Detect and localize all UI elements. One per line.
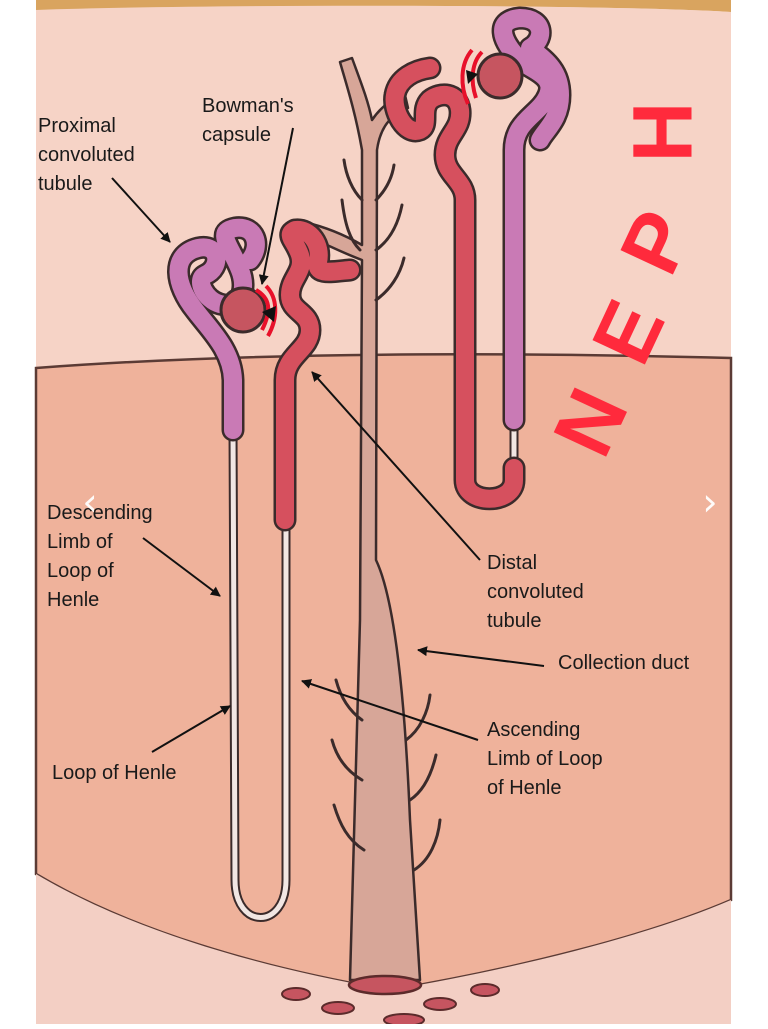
ascending-limb-label: Ascending Limb of Loop of Henle	[487, 719, 603, 799]
proximal-tubule-label: Proximal convoluted tubule	[38, 115, 135, 195]
loop-of-henle-label: Loop of Henle	[52, 762, 177, 784]
bowmans-capsule-label: Bowman's capsule	[202, 95, 294, 146]
pelvis-openings	[281, 983, 500, 1027]
handwritten-letter-h: H	[615, 101, 710, 163]
collection-duct-label: Collection duct	[558, 652, 690, 674]
label-arrows	[111, 127, 545, 753]
chevron-right-icon[interactable]: ›	[702, 480, 718, 524]
nephron-left	[167, 216, 362, 922]
renal-pelvis	[36, 874, 731, 1024]
chevron-left-icon[interactable]: ‹	[82, 480, 98, 524]
distal-tubule-label: Distal convoluted tubule	[487, 552, 584, 632]
nephron-right	[383, 6, 572, 511]
descending-limb-label: Descending Limb of Loop of Henle	[47, 502, 153, 611]
